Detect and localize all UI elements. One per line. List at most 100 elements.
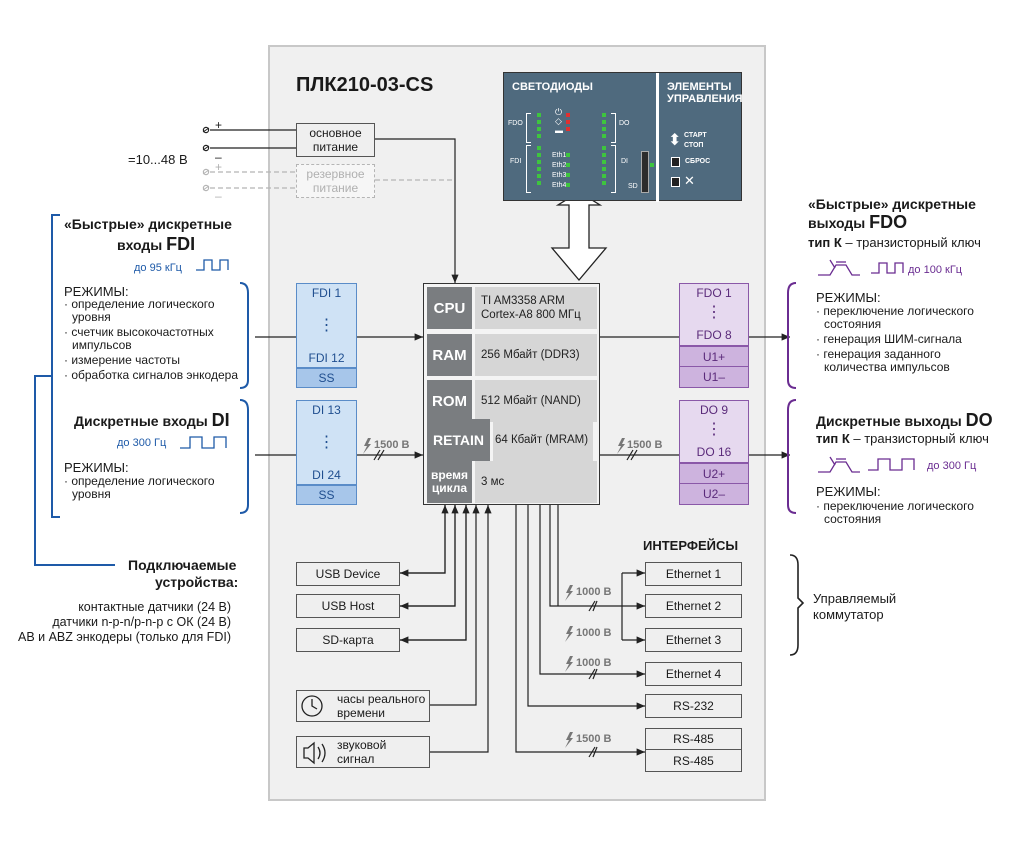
buzzer-l1: звуковой (337, 738, 387, 752)
run-icon: ◇ (555, 116, 562, 126)
fdi-code: FDI (166, 234, 196, 254)
rtc-l1: часы реального (337, 692, 426, 706)
cpu-label: CPU (427, 287, 472, 329)
cycle-label: время цикла (427, 461, 472, 503)
do-type-suffix: – транзисторный ключ (849, 431, 989, 446)
plus-main: + (215, 118, 223, 132)
do-code: DO (965, 410, 993, 430)
di-dots: ⋮ (296, 418, 357, 467)
cycle-value: 3 мс (475, 461, 597, 503)
fdi-mode: импульсов (72, 338, 132, 352)
rom-label: ROM (427, 380, 472, 422)
led (602, 160, 606, 164)
plus-backup: + (215, 160, 223, 174)
di-mode: уровня (72, 487, 111, 501)
do-dots: ⋮ (679, 418, 749, 442)
rtc-buzzer-icons (301, 695, 326, 765)
voltage-label: =10...48 В (128, 152, 188, 167)
device-item: датчики n-p-n/p-n-p с ОК (24 В) (52, 615, 231, 629)
do-led-bracket (611, 113, 616, 143)
reset-button-icon (671, 157, 680, 167)
fdo-freq: до 100 кГц (908, 264, 963, 276)
panel-divider (656, 73, 659, 202)
do-title: Дискретные выходы DO (816, 410, 993, 431)
cpu-value-l2: Cortex-A8 800 МГц (481, 309, 581, 321)
di-title-word: Дискретные входы (74, 413, 208, 429)
speaker-icon (303, 741, 315, 765)
fdo-last: FDO 8 (679, 324, 749, 346)
isolation-do: 1500 В (627, 439, 663, 451)
fdi-title-l2: входы FDI (117, 234, 195, 255)
di-title: Дискретные входы DI (74, 410, 230, 431)
ethernet-1: Ethernet 1 (645, 562, 742, 586)
led (537, 174, 541, 178)
ram-row: RAM 256 Мбайт (DDR3) (424, 334, 600, 376)
ethernet-4: Ethernet 4 (645, 662, 742, 686)
fdo-led-bracket (526, 113, 531, 143)
fdi-freq: до 95 кГц (134, 262, 182, 274)
led (537, 153, 541, 157)
tools-icon: ✕ (684, 173, 695, 188)
rom-value: 512 Мбайт (NAND) (475, 380, 597, 422)
sd-card-box: SD-карта (296, 628, 400, 652)
led (602, 146, 606, 150)
led (537, 181, 541, 185)
backup-power-l1: резервное (306, 167, 365, 181)
isolation-di: 1500 В (374, 439, 410, 451)
start-label: СТАРТ (684, 132, 707, 139)
rom-row: ROM 512 Мбайт (NAND) (424, 380, 600, 422)
fdi-mode: · измерение частоты (64, 353, 180, 367)
start-stop-icon: ⬍ (668, 132, 682, 149)
main-power-l2: питание (312, 140, 359, 154)
fdo-u1-plus: U1+ (679, 346, 749, 367)
do-type: тип К – транзисторный ключ (816, 431, 989, 446)
cycle-label-l1: время (430, 468, 469, 482)
service-button-icon (671, 177, 680, 187)
do-type-prefix: тип К (816, 431, 850, 446)
stop-label: СТОП (684, 142, 704, 149)
eth1-led-label: Eth1 (552, 152, 567, 159)
fdo-type-suffix: – транзисторный ключ (841, 235, 981, 250)
isolation-rs485: 1500 В (576, 733, 612, 745)
buzzer-l2: сигнал (337, 752, 375, 766)
di-mode: · определение логического (64, 474, 215, 488)
do-u2-plus: U2+ (679, 463, 749, 484)
do-modes-title: РЕЖИМЫ: (816, 484, 881, 499)
do-last: DO 16 (679, 441, 749, 463)
led (602, 153, 606, 157)
controls-title-l1: ЭЛЕМЕНТЫ (667, 81, 732, 93)
cycle-label-l2: цикла (431, 481, 468, 495)
led (602, 181, 606, 185)
di-last: DI 24 (296, 466, 357, 485)
led-red (566, 120, 570, 124)
rtc-l2: времени (337, 706, 385, 720)
fdo-u1-minus: U1– (679, 367, 749, 388)
devices-title-l2: устройства: (155, 574, 239, 590)
led (650, 163, 654, 167)
led-red (566, 113, 570, 117)
di-freq: до 300 Гц (117, 437, 167, 449)
di-code: DI (211, 410, 230, 430)
front-panel: СВЕТОДИОДЫ ЭЛЕМЕНТЫ УПРАВЛЕНИЯ FDO FDI D… (503, 72, 743, 202)
isolation-eth4: 1000 В (576, 657, 612, 669)
fdo-title-l2: выходы FDO (808, 212, 907, 233)
do-led-label: DO (619, 120, 630, 127)
main-power-l1: основное (309, 126, 362, 140)
fdo-title-word: выходы (808, 215, 866, 231)
ram-label: RAM (427, 334, 472, 376)
ram-value: 256 Мбайт (DDR3) (475, 334, 597, 376)
fdi-mode: · обработка сигналов энкодера (64, 368, 238, 382)
fdi-mode: · определение логического (64, 297, 215, 311)
led (602, 113, 606, 117)
usb-device-box: USB Device (296, 562, 400, 586)
clock-icon (301, 695, 323, 717)
fdo-mode: · генерация заданного (816, 347, 941, 361)
sd-slot (641, 151, 649, 193)
led (537, 134, 541, 138)
di-ss: SS (296, 485, 357, 505)
reset-label: СБРОС (685, 158, 711, 165)
led (537, 113, 541, 117)
